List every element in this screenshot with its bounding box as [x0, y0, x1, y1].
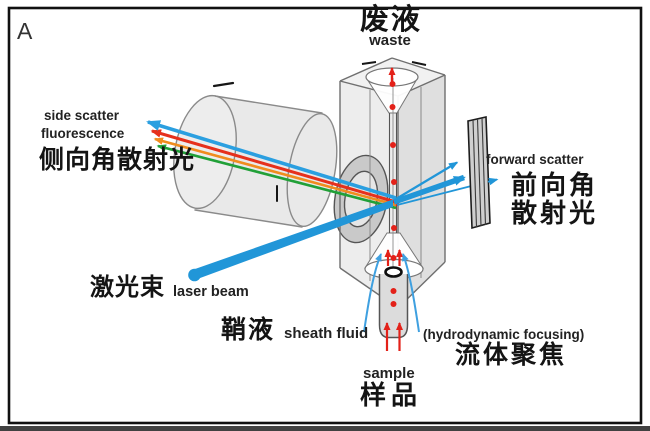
label-sheath-en: sheath fluid — [284, 325, 369, 342]
label-laser-cn: 激光束 — [90, 275, 165, 301]
laser-beam — [188, 199, 393, 282]
label-sheath-cn: 鞘液 — [221, 317, 276, 344]
label-side-scatter-cn: 侧向角散射光 — [39, 147, 196, 174]
label-waste-cn: 废液 — [359, 4, 422, 36]
forward-scatter-arrow-tip — [487, 177, 499, 186]
label-fluorescence-en: fluorescence — [41, 126, 125, 141]
label-sample-cn: 样品 — [360, 381, 423, 410]
figure-frame — [7, 6, 643, 425]
forward-scatter-detector — [467, 116, 491, 230]
sheath-fluid-arrows — [363, 253, 420, 333]
label-hydrodynamic-en: (hydrodynamic focusing) — [423, 327, 585, 342]
figure-letter: A — [17, 18, 33, 44]
label-forward-scatter-cn-2: 散射光 — [511, 199, 599, 228]
side-scatter-fluorescence-beams — [146, 120, 397, 210]
bottom-edge-strip — [0, 426, 650, 431]
outline-dash — [361, 61, 377, 65]
label-side-scatter-en: side scatter — [44, 108, 120, 123]
outline-dash — [411, 61, 427, 66]
label-laser-en: laser beam — [173, 284, 249, 300]
injector-nozzle — [384, 266, 403, 278]
label-hydrodynamic-cn: 流体聚焦 — [455, 342, 568, 369]
sample-flow-arrows — [383, 249, 403, 351]
label-forward-scatter-en: forward scatter — [486, 152, 584, 167]
label-sample-en: sample — [363, 365, 415, 382]
outline-dash — [212, 81, 235, 88]
label-waste-en: waste — [369, 32, 411, 49]
label-forward-scatter-cn-1: 前向角 — [511, 171, 599, 200]
